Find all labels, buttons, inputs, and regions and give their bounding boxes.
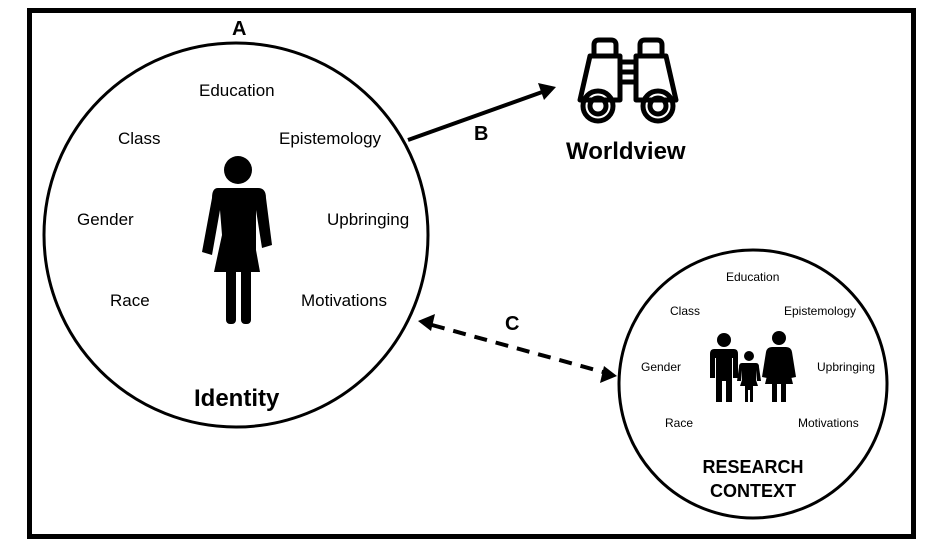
binoculars-icon [577,37,679,124]
family-icon [710,331,796,402]
research-context-title-line2: CONTEXT [709,481,796,501]
research-context-title: RESEARCH CONTEXT [693,455,813,503]
identity-factor-race: Race [110,291,150,310]
person-figure-icon [202,156,272,324]
research-factor-class: Class [670,304,701,318]
research-factor-upbringing: Upbringing [817,360,876,374]
label-c: C [505,313,520,335]
identity-factor-class: Class [118,129,161,148]
identity-factor-upbringing: Upbringing [327,210,410,229]
identity-factor-epistemology: Epistemology [279,129,382,148]
identity-factor-education: Education [199,81,275,100]
identity-title: Identity [194,385,280,412]
research-factor-motivations: Motivations [798,416,859,430]
label-a: A [232,18,247,40]
research-factor-education: Education [726,270,780,284]
arrow-c [418,314,617,383]
label-b: B [474,123,489,145]
identity-factor-motivations: Motivations [301,291,387,310]
research-factor-race: Race [665,416,694,430]
identity-factor-gender: Gender [77,210,134,229]
research-factor-gender: Gender [641,360,682,374]
arrow-b [407,83,556,142]
worldview-title: Worldview [566,138,686,165]
research-factor-epistemology: Epistemology [784,304,857,318]
research-context-title-line1: RESEARCH [702,457,804,477]
